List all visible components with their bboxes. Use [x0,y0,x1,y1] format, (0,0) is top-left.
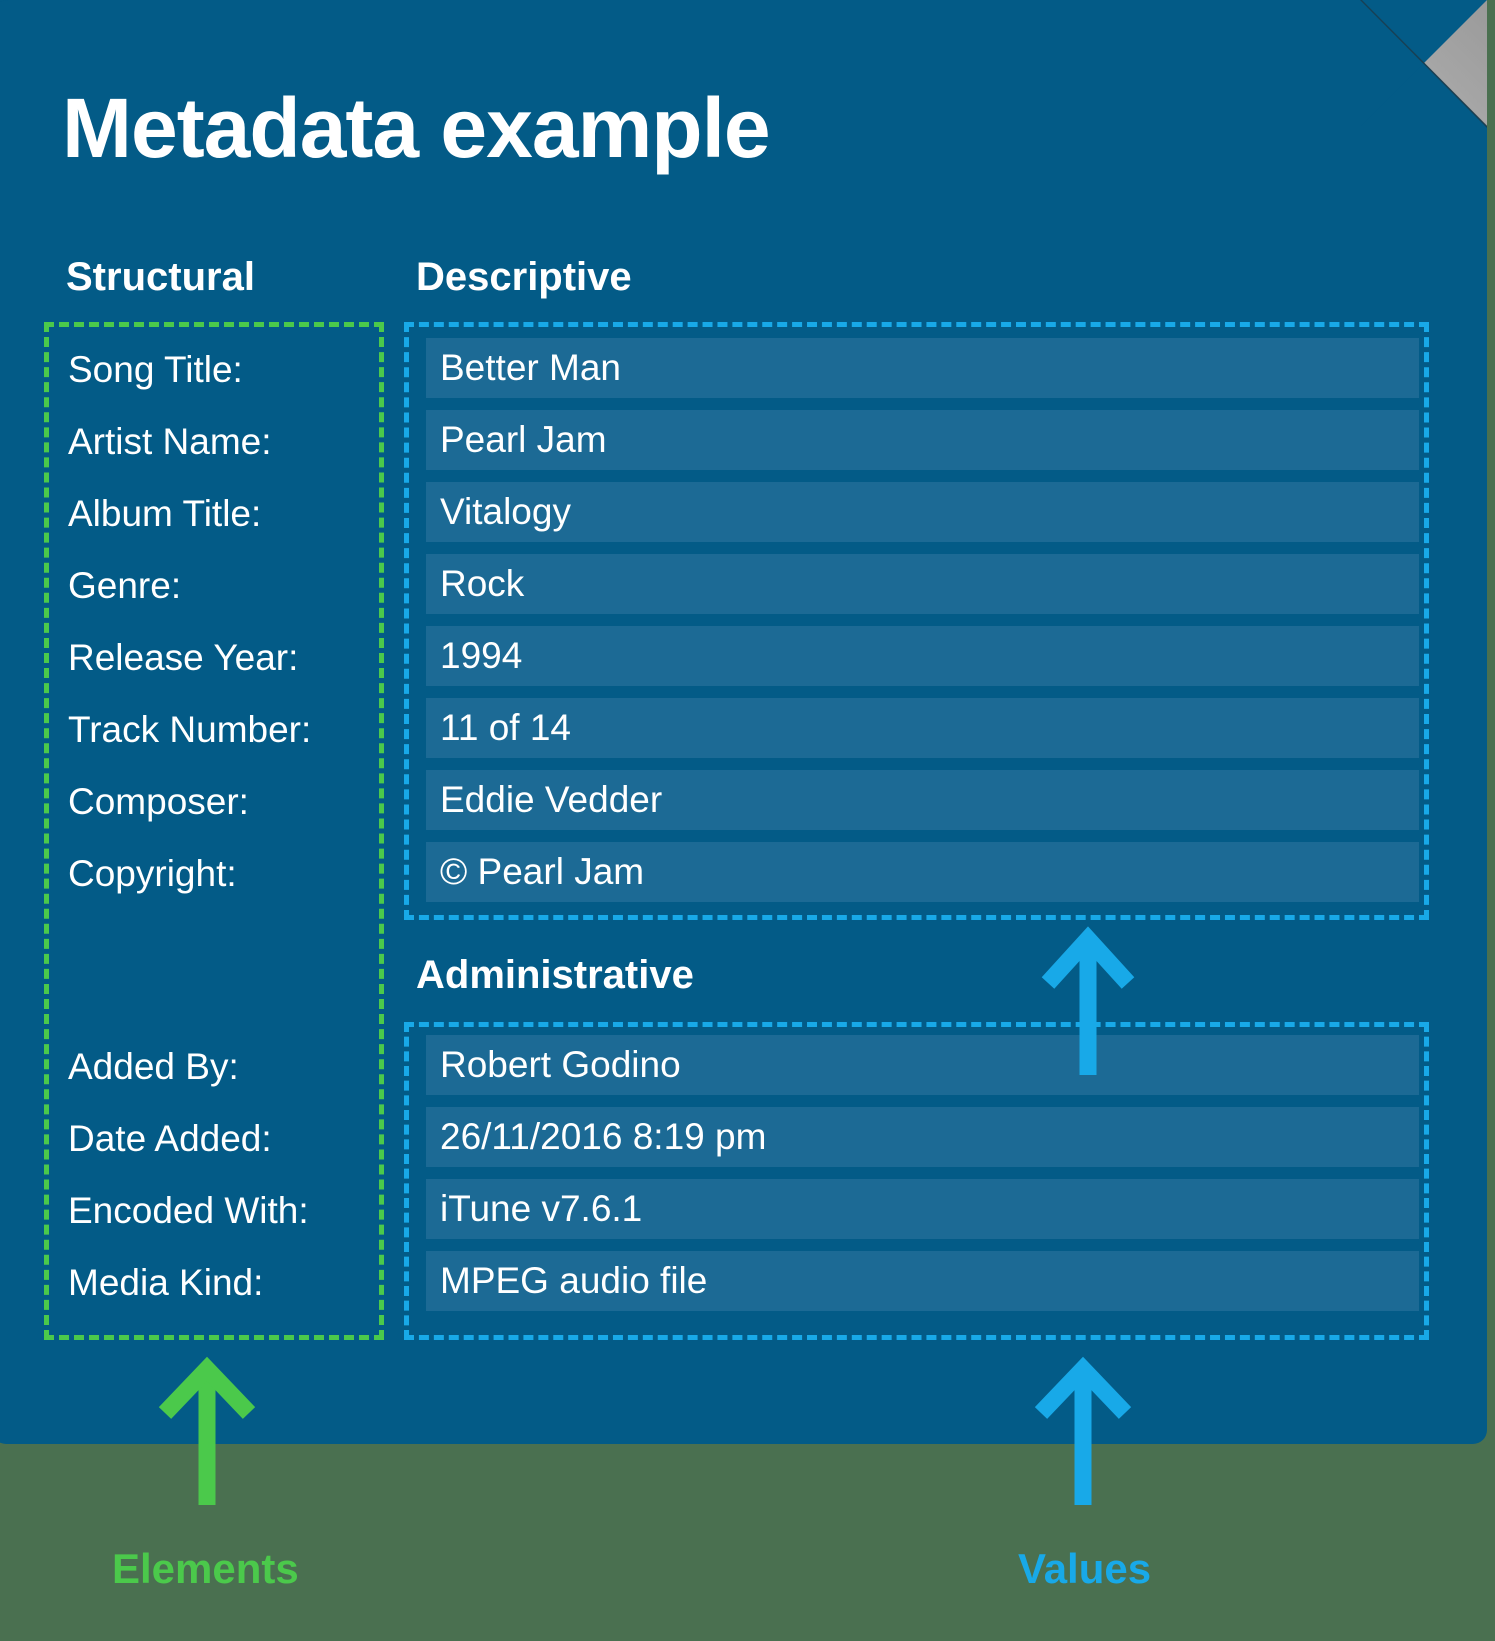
metadata-label: Added By: [68,1046,239,1087]
values-highlight-box-descriptive [404,322,1429,920]
metadata-label: Media Kind: [68,1262,264,1303]
metadata-value: Robert Godino [426,1035,1419,1095]
metadata-value: Better Man [426,338,1419,398]
metadata-value: Pearl Jam [426,410,1419,470]
column-header-administrative: Administrative [416,953,694,997]
column-header-structural: Structural [66,255,255,299]
elements-pointer-arrow [158,1356,256,1505]
callout-label-values: Values [1018,1545,1152,1592]
metadata-value: Rock [426,554,1419,614]
values-pointer-arrow-bottom [1034,1356,1132,1505]
metadata-label: Album Title: [68,493,262,534]
metadata-label: Composer: [68,781,249,822]
metadata-value: iTune v7.6.1 [426,1179,1419,1239]
page-title: Metadata example [62,81,771,175]
metadata-label: Genre: [68,565,182,606]
metadata-value: © Pearl Jam [426,842,1419,902]
metadata-value: 1994 [426,626,1419,686]
elements-highlight-box [44,322,384,1340]
metadata-value: Vitalogy [426,482,1419,542]
metadata-label: Release Year: [68,637,299,678]
metadata-value: 26/11/2016 8:19 pm [426,1107,1419,1167]
values-pointer-arrow-middle [1041,926,1135,1075]
metadata-value: 11 of 14 [426,698,1419,758]
metadata-label: Date Added: [68,1118,272,1159]
metadata-label: Artist Name: [68,421,272,462]
metadata-value: MPEG audio file [426,1251,1419,1311]
column-header-descriptive: Descriptive [416,255,632,299]
metadata-label: Song Title: [68,349,243,390]
metadata-label: Copyright: [68,853,237,894]
metadata-label: Encoded With: [68,1190,309,1231]
metadata-value: Eddie Vedder [426,770,1419,830]
metadata-label: Track Number: [68,709,312,750]
callout-label-elements: Elements [112,1545,299,1592]
values-highlight-box-administrative [404,1022,1429,1340]
